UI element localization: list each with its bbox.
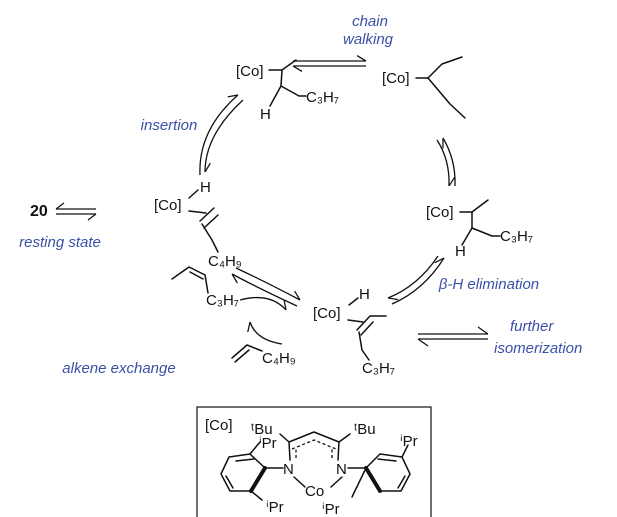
n-left: N	[283, 461, 294, 478]
resting-state-equilibrium-arrow	[55, 202, 97, 221]
label-walking: walking	[343, 31, 394, 48]
further-isomerization-equilibrium-arrow	[417, 326, 489, 347]
species-secondary-alkyl-right: [Co] C₃H₇ H	[426, 199, 533, 260]
compound-20: 20	[30, 203, 48, 220]
co-center: Co	[305, 483, 324, 500]
co-label: [Co]	[236, 63, 264, 80]
catalyst-co-label: [Co]	[205, 417, 233, 434]
free-terminal-alkene: C₄H₉	[231, 344, 296, 367]
label-beta-h-elimination: β-H elimination	[438, 276, 539, 293]
species-hydride-alkene-complex-left: [Co] H C₄H₉	[154, 179, 242, 270]
c3h7-label: C₃H₇	[500, 228, 533, 245]
c3h7-label: C₃H₇	[306, 89, 339, 106]
catalyst-frame	[196, 406, 432, 517]
co-label: [Co]	[382, 70, 410, 87]
right-descent-arrows	[436, 137, 456, 186]
h-label: H	[455, 243, 466, 260]
c4h9-label: C₄H₉	[262, 350, 296, 367]
alkene-exchange-arrows	[239, 296, 286, 345]
ipr-left-bottom: ⁱPr	[266, 499, 284, 516]
beta-h-elimination-arrows	[387, 255, 445, 305]
label-further: further	[510, 318, 554, 335]
insertion-arrows	[199, 95, 244, 176]
ipr-right-bottom: ⁱPr	[322, 501, 340, 517]
bottom-left-cycle-arrows	[232, 267, 300, 307]
h-label: H	[260, 106, 271, 123]
h-label: H	[359, 286, 370, 303]
free-internal-alkene: C₃H₇	[171, 266, 239, 309]
label-alkene-exchange: alkene exchange	[62, 360, 175, 377]
label-resting-state: resting state	[19, 234, 101, 251]
co-label: [Co]	[154, 197, 182, 214]
species-hydride-alkene-complex-bottom: [Co] H C₃H₇	[313, 286, 395, 377]
c3h7-label: C₃H₇	[206, 292, 239, 309]
species-secondary-alkyl-top: [Co] C₃H₇ H	[236, 59, 339, 123]
catalyst-structure-box: [Co] ᵗBu ᵗBu N N Co ⁱPr ⁱPr	[196, 406, 432, 517]
species-chain-walked-alkyl: [Co]	[382, 56, 466, 119]
co-label: [Co]	[313, 305, 341, 322]
c3h7-label: C₃H₇	[362, 360, 395, 377]
chain-walking-arrows	[293, 61, 366, 66]
tbu-right: ᵗBu	[354, 421, 376, 438]
tbu-left: ᵗBu	[251, 421, 273, 438]
co-label: [Co]	[426, 204, 454, 221]
h-label: H	[200, 179, 211, 196]
label-chain: chain	[352, 13, 388, 30]
label-insertion: insertion	[141, 117, 198, 134]
c4h9-label: C₄H₉	[208, 253, 242, 270]
ipr-left-top: ⁱPr	[259, 435, 277, 452]
ipr-right-top: ⁱPr	[400, 433, 418, 450]
label-isomerization: isomerization	[494, 340, 582, 357]
n-right: N	[336, 461, 347, 478]
